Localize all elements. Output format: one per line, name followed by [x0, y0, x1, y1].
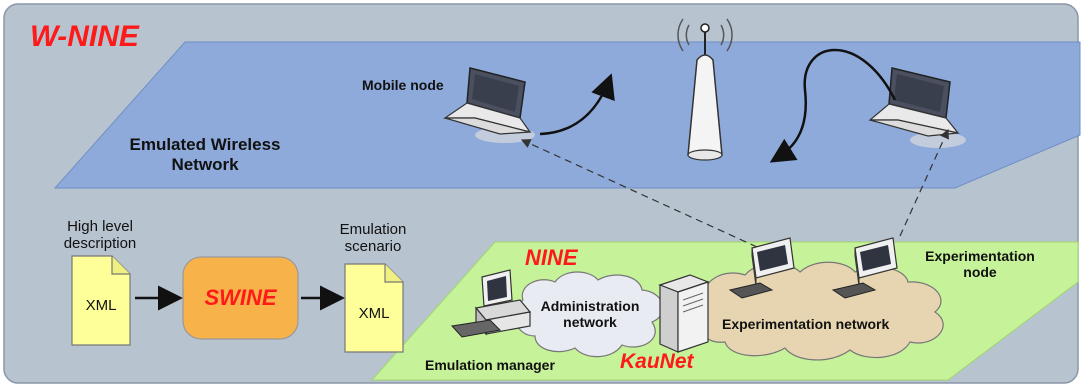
xml-input-document — [71, 255, 131, 346]
kaunet-label: KauNet — [620, 350, 694, 373]
diagram-title: W-NINE — [30, 20, 139, 53]
input-description-label: High level description — [45, 218, 155, 253]
experimentation-network-label: Experimentation network — [722, 316, 890, 332]
wireless-label-line2: Network — [171, 154, 239, 174]
admin-network-line1: Administration — [540, 298, 640, 314]
experimentation-node-line1: Experimentation — [925, 248, 1035, 264]
wireless-plane — [53, 41, 1081, 189]
wireless-network-label: Emulated Wireless Network — [105, 135, 305, 174]
experimentation-workstation-1-icon — [728, 237, 795, 299]
wireless-label-line1: Emulated Wireless — [129, 135, 281, 154]
admin-network-line2: network — [563, 314, 617, 331]
experimentation-workstation-2-icon — [831, 237, 898, 299]
xml-output-document — [344, 263, 404, 353]
experimentation-node-line2: node — [963, 264, 997, 281]
mobility-arrow-up — [539, 73, 615, 136]
swine-label: SWINE — [204, 285, 277, 310]
mapping-line-right — [899, 128, 949, 237]
input-label-line1: High level — [67, 218, 133, 235]
admin-network-label: Administration network — [520, 298, 660, 330]
input-label-line2: description — [63, 235, 137, 253]
admin-network-cloud — [514, 271, 664, 358]
mobility-arrow-curve — [769, 48, 897, 163]
emulation-manager-label: Emulation manager — [425, 357, 555, 373]
output-scenario-label: Emulation scenario — [318, 221, 428, 256]
remote-laptop-icon — [868, 67, 966, 148]
output-label-line2: scenario — [344, 238, 402, 256]
antenna-icon — [677, 18, 733, 161]
output-doc-text: XML — [358, 305, 390, 322]
nine-title: NINE — [525, 245, 578, 270]
emulation-manager-computer-icon — [451, 269, 532, 338]
input-doc-text: XML — [85, 297, 117, 314]
mobile-node-laptop-icon — [443, 67, 535, 143]
mobile-node-label: Mobile node — [362, 77, 444, 93]
experimentation-node-label: Experimentation node — [905, 248, 1055, 280]
swine-box — [182, 256, 299, 340]
output-label-line1: Emulation — [339, 221, 407, 238]
kaunet-server-icon — [658, 274, 710, 353]
